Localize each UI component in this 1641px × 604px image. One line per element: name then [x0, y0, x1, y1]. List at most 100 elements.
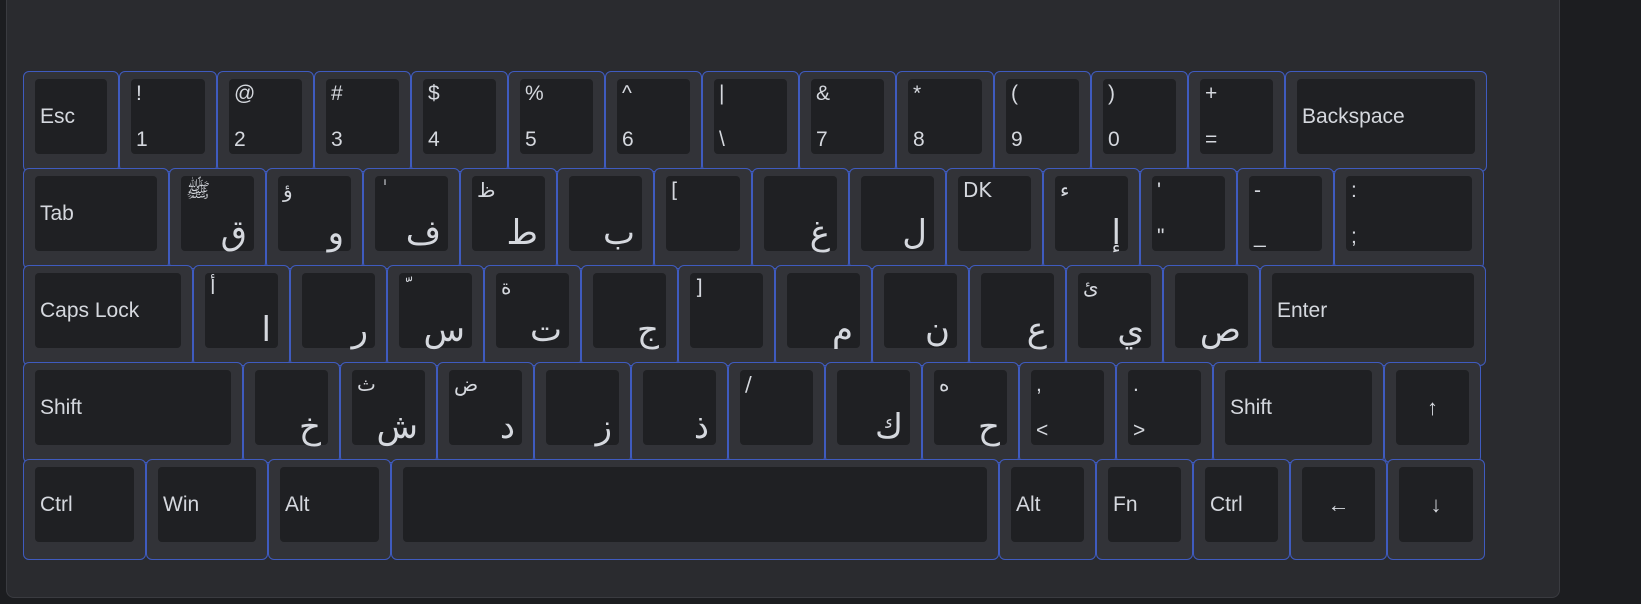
key-primary-label: ن [925, 310, 950, 350]
key-minus[interactable]: -_ [1237, 168, 1334, 269]
key-backslash[interactable]: |\ [702, 71, 799, 172]
key-lam[interactable]: ل [849, 168, 946, 269]
key-base-label: 3 [331, 128, 343, 151]
key-shift-label: : [1351, 179, 1357, 202]
keycap-face: -_ [1249, 176, 1322, 251]
key-7[interactable]: &7 [799, 71, 896, 172]
key-alt-left[interactable]: Alt [268, 459, 391, 560]
key-primary-label: إ [1111, 213, 1121, 253]
key-3[interactable]: #3 [314, 71, 411, 172]
key-enter[interactable]: Enter [1260, 265, 1486, 366]
key-base-label: 0 [1108, 128, 1120, 151]
key-comma[interactable]: ,< [1019, 362, 1116, 463]
keycap-face: ↑ [1396, 370, 1469, 445]
key-primary-label: ذ [693, 407, 709, 447]
keycap-face: Alt [1011, 467, 1084, 542]
key-shift-left[interactable]: Shift [23, 362, 243, 463]
key-secondary-label: ء [1060, 178, 1070, 202]
key-period[interactable]: .> [1116, 362, 1213, 463]
key-arrow-left[interactable]: ← [1290, 459, 1387, 560]
key-slash[interactable]: / [728, 362, 825, 463]
key-nun[interactable]: ن [872, 265, 969, 366]
key-quote[interactable]: '" [1140, 168, 1237, 269]
key-primary-label: ف [405, 213, 441, 253]
key-shift-label: | [719, 82, 725, 105]
key-backspace[interactable]: Backspace [1285, 71, 1487, 172]
key-arrow-up[interactable]: ↑ [1384, 362, 1481, 463]
key-zain[interactable]: ز [534, 362, 631, 463]
key-base-label: 5 [525, 128, 537, 151]
keycap-face: ن [884, 273, 957, 350]
key-5[interactable]: %5 [508, 71, 605, 172]
key-secondary-label: أ [210, 275, 216, 299]
key-primary-label: ا [261, 310, 271, 350]
key-primary-label: ش [376, 407, 418, 447]
key-esc[interactable]: Esc [23, 71, 119, 172]
key-fa[interactable]: ٰف [363, 168, 460, 269]
key-primary-label: خ [299, 407, 321, 447]
key-6[interactable]: ^6 [605, 71, 702, 172]
key-dk[interactable]: DK [946, 168, 1043, 269]
key-shift-label: ( [1011, 82, 1018, 105]
key-4[interactable]: $4 [411, 71, 508, 172]
key-9[interactable]: (9 [994, 71, 1091, 172]
key-0[interactable]: )0 [1091, 71, 1188, 172]
key-sin[interactable]: ّس [387, 265, 484, 366]
key-shift-right[interactable]: Shift [1213, 362, 1384, 463]
key-capslock[interactable]: Caps Lock [23, 265, 193, 366]
key-primary-label: د [499, 407, 515, 447]
keycap-face: Fn [1108, 467, 1181, 542]
keycap-face: ← [1302, 467, 1375, 542]
arrow-left-icon: ← [1327, 491, 1350, 517]
key-base-label: " [1157, 225, 1165, 248]
key-kha[interactable]: خ [243, 362, 340, 463]
key-ba[interactable]: ب [557, 168, 654, 269]
key-base-label: 1 [136, 128, 148, 151]
key-bracket-open[interactable]: [ [654, 168, 752, 269]
key-base-label: 6 [622, 128, 634, 151]
key-ra[interactable]: ر [290, 265, 387, 366]
key-mim[interactable]: م [775, 265, 872, 366]
key-base-label: ; [1351, 225, 1357, 248]
key-8[interactable]: *8 [896, 71, 994, 172]
key-1[interactable]: !1 [119, 71, 217, 172]
key-bracket-close[interactable]: ] [678, 265, 775, 366]
key-jim[interactable]: ج [581, 265, 678, 366]
key-tab[interactable]: Tab [23, 168, 169, 269]
key-win[interactable]: Win [146, 459, 268, 560]
key-ctrl-left[interactable]: Ctrl [23, 459, 146, 560]
key-ain[interactable]: ع [969, 265, 1066, 366]
keycap-face: Backspace [1297, 79, 1475, 154]
key-fn[interactable]: Fn [1096, 459, 1193, 560]
key-primary-label: ي [1117, 310, 1144, 350]
keycap-face: ّس [399, 273, 472, 350]
key-ctrl-right[interactable]: Ctrl [1193, 459, 1290, 560]
key-alt-right[interactable]: Alt [999, 459, 1096, 560]
key-thal[interactable]: ذ [631, 362, 728, 463]
key-ghain[interactable]: غ [752, 168, 849, 269]
key-2[interactable]: @2 [217, 71, 314, 172]
key-kaf[interactable]: ك [825, 362, 922, 463]
key-sad[interactable]: ص [1163, 265, 1260, 366]
key-space[interactable] [391, 459, 999, 560]
key-secondary-label: DK [963, 178, 992, 202]
key-equals[interactable]: += [1188, 71, 1285, 172]
keycap-face: Shift [35, 370, 231, 445]
key-arrow-down[interactable]: ↓ [1387, 459, 1485, 560]
key-label: Tab [40, 201, 74, 225]
key-colon[interactable]: :; [1334, 168, 1484, 269]
